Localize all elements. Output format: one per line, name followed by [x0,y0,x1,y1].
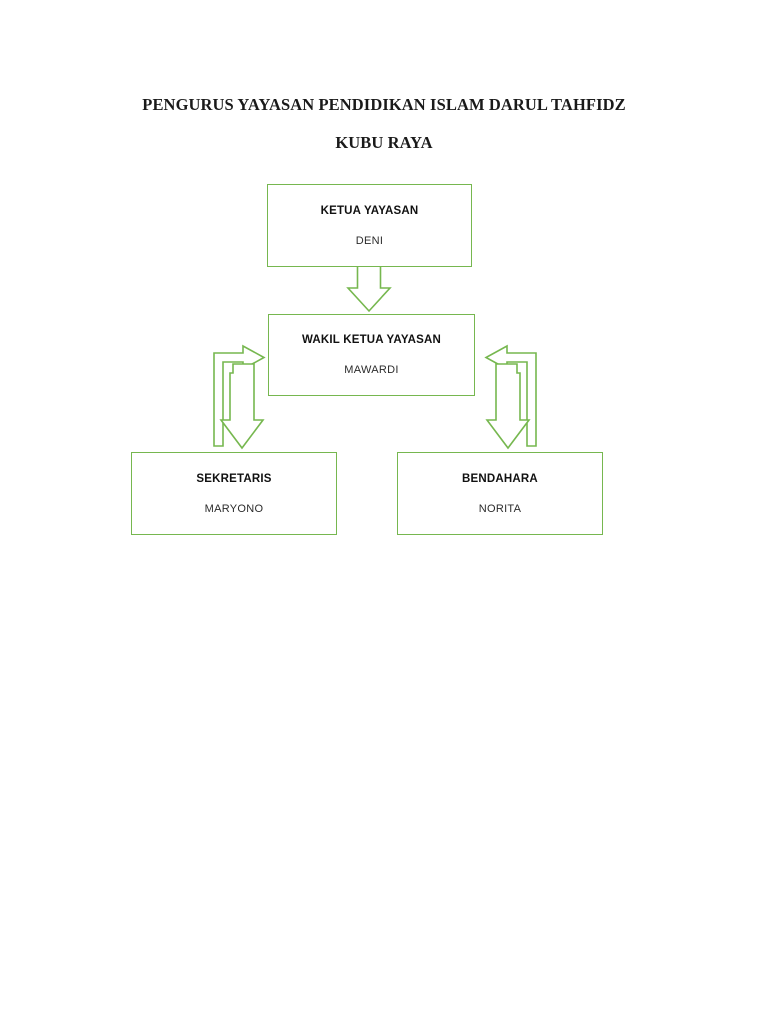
arrow-bendahara-to-wakil [484,344,537,447]
org-node-sekretaris[interactable]: SEKRETARIS MARYONO [131,452,337,535]
org-node-bendahara[interactable]: BENDAHARA NORITA [397,452,603,535]
org-node-wakil-ketua-person: MAWARDI [344,364,399,376]
org-node-wakil-ketua[interactable]: WAKIL KETUA YAYASAN MAWARDI [268,314,475,396]
arrow-wakil-to-sekretaris [219,363,265,450]
page-title-line-1: PENGURUS YAYASAN PENDIDIKAN ISLAM DARUL … [142,95,626,114]
org-node-bendahara-role: BENDAHARA [462,472,538,485]
arrow-wakil-to-bendahara [485,363,531,450]
arrow-ketua-to-wakil [346,265,392,313]
org-node-sekretaris-person: MARYONO [204,502,264,515]
org-node-wakil-ketua-role: WAKIL KETUA YAYASAN [301,334,442,346]
page-title-line-2: KUBU RAYA [335,133,433,152]
org-node-ketua[interactable]: KETUA YAYASAN DENI [267,184,472,267]
org-node-bendahara-person: NORITA [478,502,522,515]
org-node-ketua-person: DENI [355,234,384,247]
org-node-ketua-role: KETUA YAYASAN [320,204,419,217]
page-title: PENGURUS YAYASAN PENDIDIKAN ISLAM DARUL … [0,86,768,162]
arrow-sekretaris-to-wakil [213,344,266,447]
org-node-sekretaris-role: SEKRETARIS [196,472,272,485]
